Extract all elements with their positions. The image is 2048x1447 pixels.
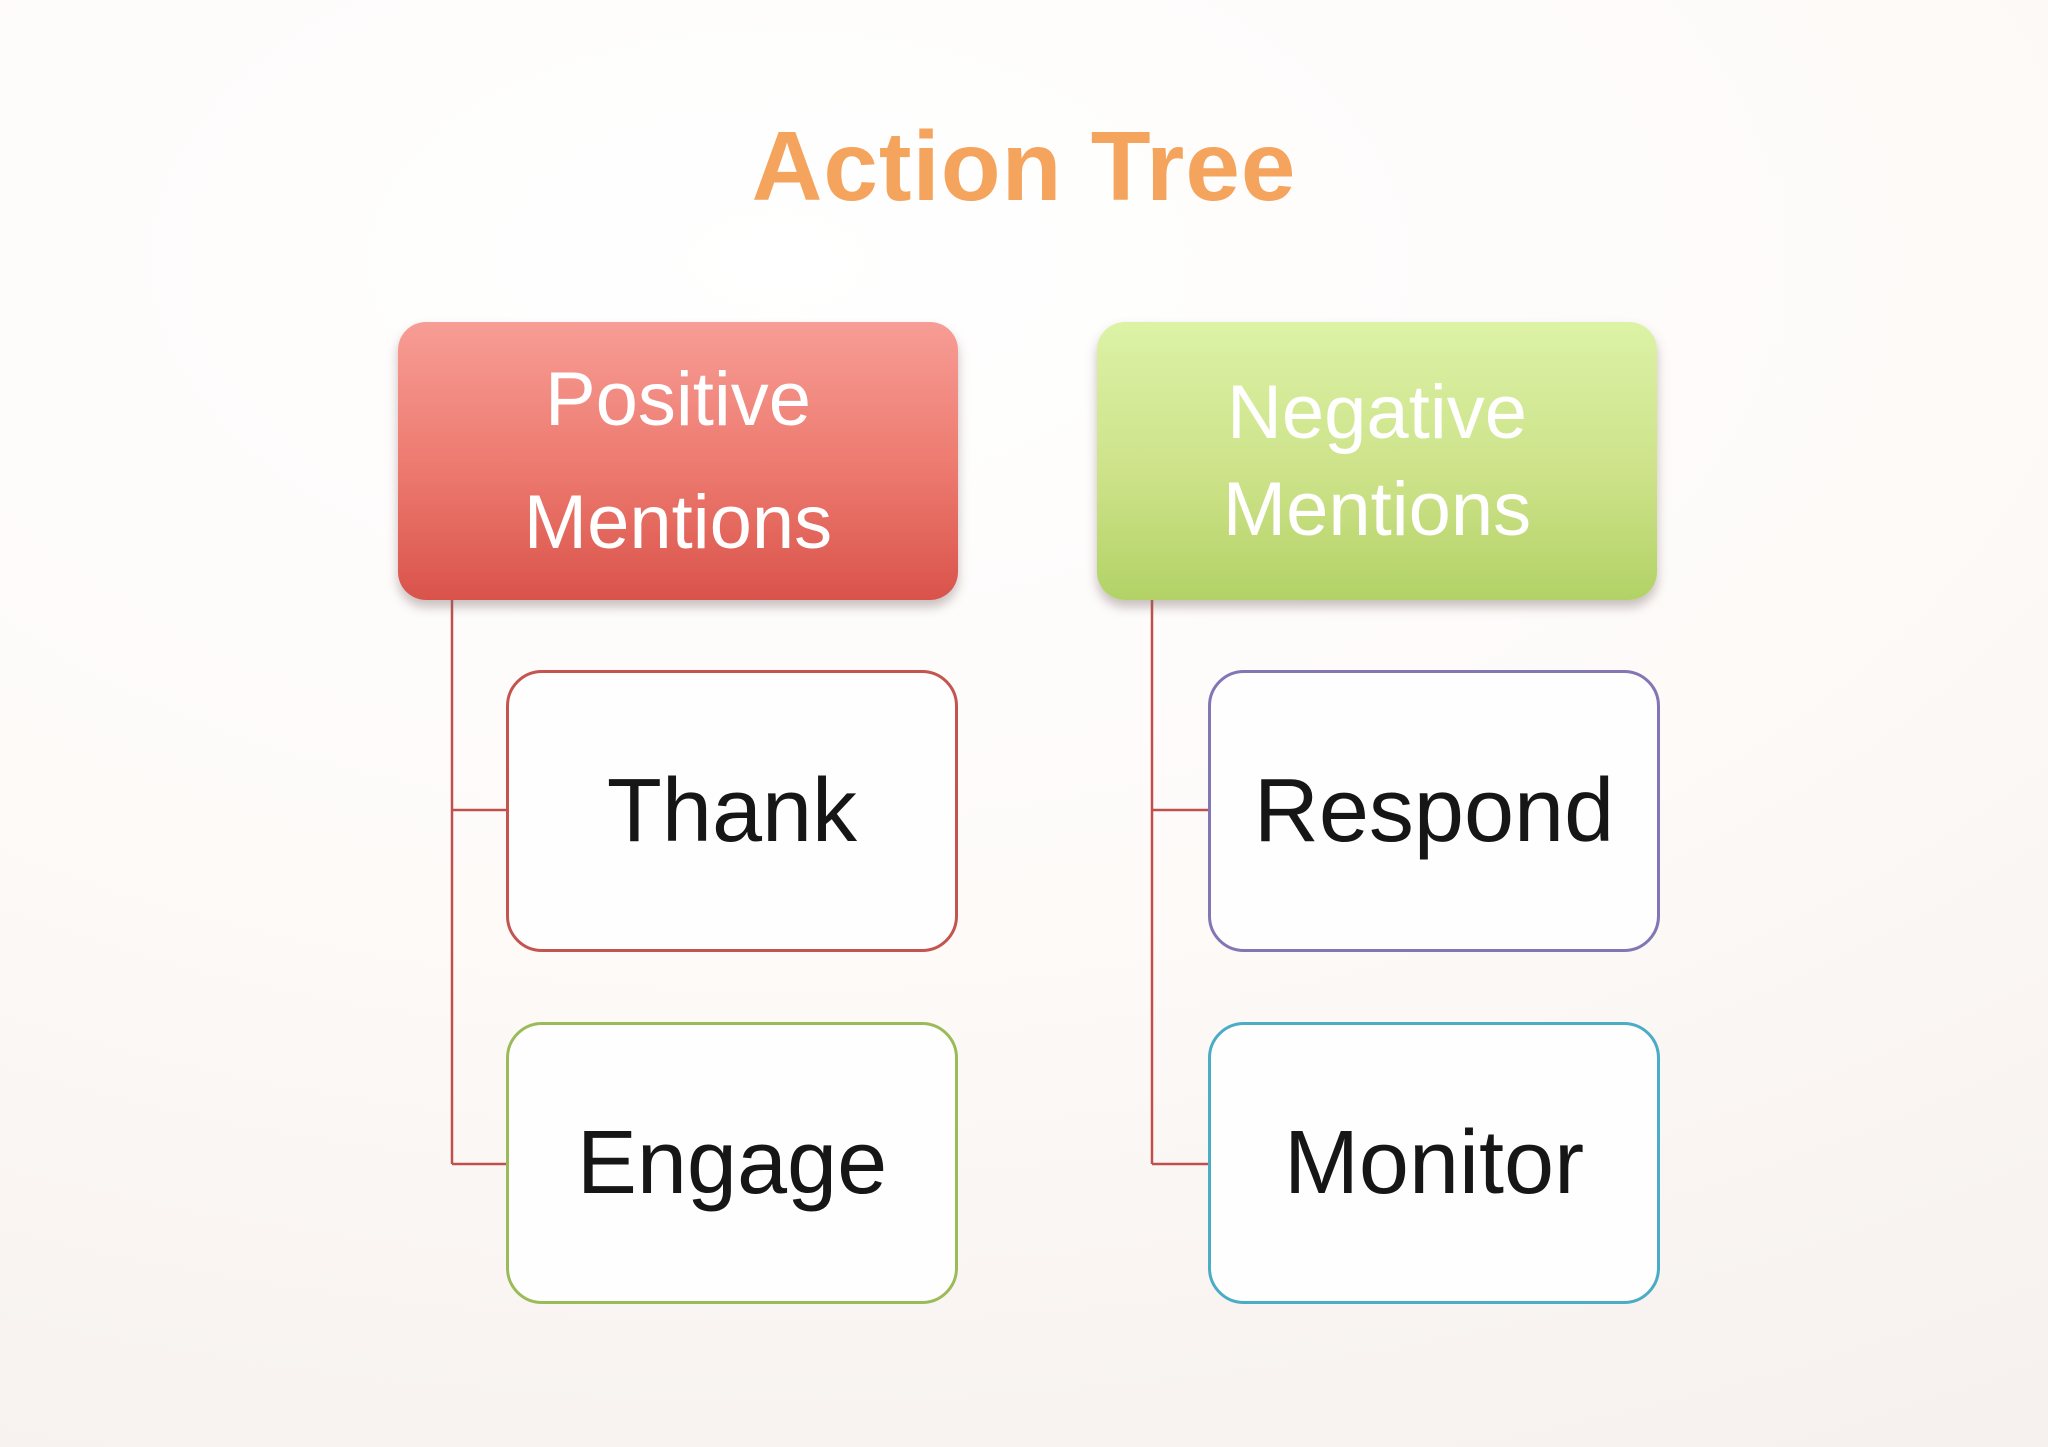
node-monitor: Monitor — [1208, 1022, 1660, 1304]
node-label-line: Mentions — [523, 479, 833, 565]
node-label: Thank — [606, 760, 858, 861]
node-thank: Thank — [506, 670, 958, 952]
node-label-line: Negative — [1227, 369, 1527, 455]
node-engage: Engage — [506, 1022, 958, 1304]
node-positive-mentions: Positive Mentions — [398, 322, 958, 600]
node-label: Engage — [576, 1112, 888, 1213]
node-respond: Respond — [1208, 670, 1660, 952]
connector-positive-branch — [450, 598, 508, 1166]
node-label-line: Positive — [544, 356, 812, 442]
node-label-line: Mentions — [1222, 466, 1532, 552]
connector-negative-branch — [1150, 595, 1210, 1166]
node-label: Respond — [1253, 760, 1615, 861]
node-negative-mentions: Negative Mentions — [1097, 322, 1657, 600]
node-label: Monitor — [1283, 1112, 1585, 1213]
diagram-title: Action Tree — [751, 111, 1297, 221]
